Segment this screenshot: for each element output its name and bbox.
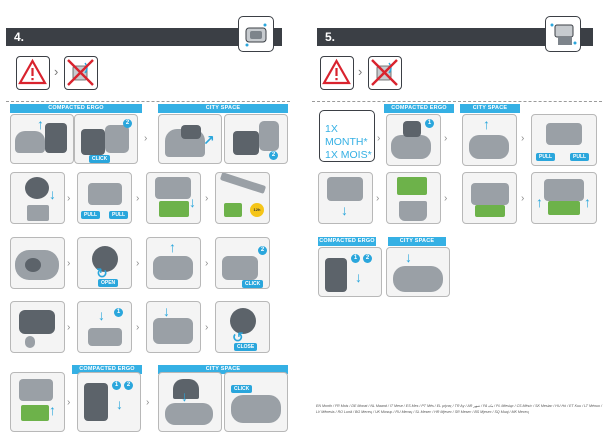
section-label: CITY SPACE	[388, 237, 446, 246]
instruction-panel: ↗	[158, 114, 222, 164]
instruction-panel	[10, 301, 65, 353]
arrow-up-icon: ↑	[37, 116, 44, 132]
instruction-panel: ↓	[158, 372, 222, 432]
instruction-panel: 12h	[215, 172, 270, 224]
divider	[6, 101, 290, 102]
warning-triangle-icon	[16, 56, 50, 90]
divider	[312, 101, 602, 102]
instruction-panel: ↓	[386, 247, 450, 297]
chevron-right-icon: ›	[54, 64, 59, 79]
section-label: CITY SPACE	[158, 104, 288, 113]
instruction-panel: ↑	[10, 372, 65, 432]
pull-tag: PULL	[570, 153, 590, 161]
section-label: CITY SPACE	[158, 365, 288, 374]
chevron-right-icon: ›	[358, 64, 363, 79]
instruction-panel: CLICK	[224, 372, 288, 432]
instruction-panel: ↓	[146, 301, 201, 353]
instruction-panel: ↑	[10, 114, 74, 164]
section-label: CITY SPACE	[460, 104, 520, 113]
section-label: COMPACTED ERGO	[384, 104, 454, 113]
instruction-panel: 1	[386, 114, 441, 166]
instruction-panel: ↓	[318, 172, 373, 224]
instruction-panel: ↑	[146, 237, 201, 289]
instruction-panel: ↺ CLOSE	[215, 301, 270, 353]
instruction-panel: 2 CLICK	[74, 114, 138, 164]
step-number: 4.	[14, 30, 25, 44]
click-tag: CLICK	[242, 280, 264, 288]
frequency-box: 1X MONTH* 1X MOIS*	[319, 110, 375, 162]
instruction-panel: PULL PULL	[531, 114, 597, 166]
frequency-line: 1X MOIS*	[325, 149, 372, 161]
frequency-line: 1X MONTH*	[325, 123, 368, 148]
instruction-panel: PULL PULL	[77, 172, 132, 224]
vacuum-filter-icon	[238, 16, 274, 52]
left-page: 4.	[0, 0, 300, 446]
instruction-panel: 1 ↓	[77, 301, 132, 353]
step-number: 5.	[325, 30, 336, 44]
instruction-panel	[462, 172, 517, 224]
section-label: COMPACTED ERGO	[318, 237, 376, 246]
instruction-panel: ↓	[10, 172, 65, 224]
instruction-panel: ↻ OPEN	[77, 237, 132, 289]
footnote: EN Month / FR Mois / DE Monat / NL Maand…	[316, 404, 602, 414]
drying-time-tag: 12h	[250, 203, 264, 217]
instruction-panel: ↓	[146, 172, 201, 224]
step-4-bar: 4.	[6, 28, 282, 46]
pull-tag: PULL	[536, 153, 556, 161]
pull-tag: PULL	[109, 211, 129, 219]
click-tag: CLICK	[89, 155, 111, 163]
instruction-panel: ↑ ↑	[531, 172, 597, 224]
step-5-bar: 5.	[317, 28, 593, 46]
instruction-panel	[10, 237, 65, 289]
instruction-panel: 2	[224, 114, 288, 164]
right-page: 5.	[309, 0, 609, 446]
instruction-panel	[386, 172, 441, 224]
section-label: COMPACTED ERGO	[72, 365, 142, 374]
close-tag: CLOSE	[234, 343, 258, 351]
section-label: COMPACTED ERGO	[10, 104, 142, 113]
no-water-icon	[64, 56, 98, 90]
warning-triangle-icon	[320, 56, 354, 90]
instruction-panel: 1 2 ↓	[77, 372, 141, 432]
click-tag: CLICK	[231, 385, 253, 393]
instruction-panel: ↑	[462, 114, 517, 166]
open-tag: OPEN	[98, 279, 119, 287]
pull-tag: PULL	[81, 211, 101, 219]
instruction-panel: 1 2 ↓	[318, 247, 382, 297]
chevron-right-icon: ›	[144, 133, 148, 144]
filter-cartridge-icon	[545, 16, 581, 52]
instruction-panel: 2 CLICK	[215, 237, 270, 289]
no-water-icon	[368, 56, 402, 90]
